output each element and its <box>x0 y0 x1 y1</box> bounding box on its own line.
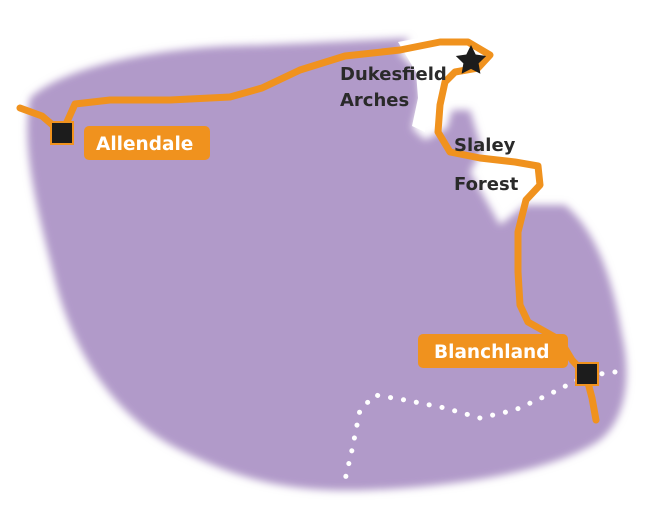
star-marker <box>455 45 487 74</box>
slaley-label-line2: Forest <box>454 174 519 195</box>
dukesfield-label-line2: Arches <box>340 90 409 111</box>
blanchland-label: Blanchland <box>434 342 549 363</box>
blanchland-label-bg <box>418 334 568 368</box>
region-area <box>27 38 627 491</box>
allendale-label: Allendale <box>96 134 193 155</box>
allendale-marker <box>50 121 74 145</box>
allendale-label-bg <box>84 126 210 160</box>
route-line <box>16 38 600 424</box>
dotted-path <box>342 369 618 483</box>
blanchland-marker <box>575 362 599 386</box>
slaley-label-line1: Slaley <box>454 135 516 156</box>
dukesfield-label-line1: Dukesfield <box>340 64 447 85</box>
clearing-area <box>398 34 446 132</box>
